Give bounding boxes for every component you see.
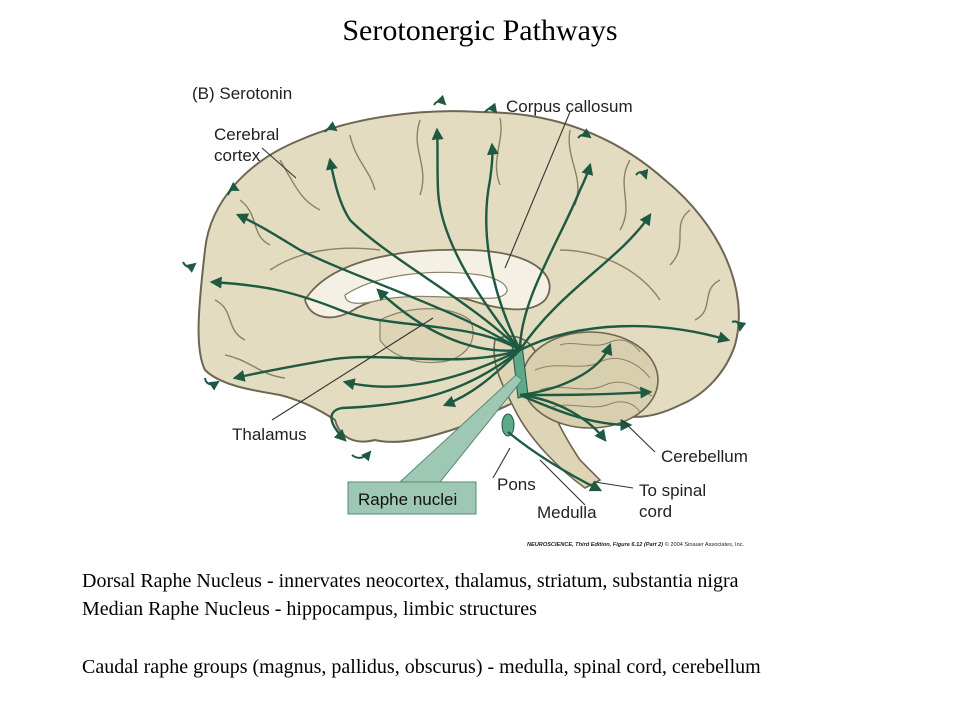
cortical-arrow-tips xyxy=(182,94,747,462)
label-cerebral-cortex-line1: Cerebral xyxy=(214,125,279,144)
slide-title: Serotonergic Pathways xyxy=(342,14,618,47)
label-spinal-cord-line1: To spinal xyxy=(639,481,706,500)
caption-caudal-raphe: Caudal raphe groups (magnus, pallidus, o… xyxy=(82,656,761,678)
label-pons: Pons xyxy=(497,475,536,494)
caption-median-raphe: Median Raphe Nucleus - hippocampus, limb… xyxy=(82,598,537,620)
label-spinal-cord-line2: cord xyxy=(639,502,672,521)
panel-label: (B) Serotonin xyxy=(192,84,292,103)
label-thalamus: Thalamus xyxy=(232,425,307,444)
figure-credit: NEUROSCIENCE, Third Edition, Figure 6.12… xyxy=(527,541,745,548)
cerebellum-shape xyxy=(521,331,659,429)
label-corpus-callosum: Corpus callosum xyxy=(506,97,633,116)
serotonergic-pathways xyxy=(209,127,731,492)
caption-dorsal-raphe: Dorsal Raphe Nucleus - innervates neocor… xyxy=(82,570,739,592)
serotonin-pathway-diagram: (B) Serotonin Cerebral cortex Corpus cal… xyxy=(182,84,748,548)
raphe-callout-box xyxy=(347,481,477,515)
label-cerebellum: Cerebellum xyxy=(661,447,748,466)
label-leader-lines xyxy=(261,111,656,506)
label-raphe-nuclei: Raphe nuclei xyxy=(358,490,457,509)
label-cerebral-cortex-line2: cortex xyxy=(214,146,261,165)
raphe-nucleus-caudal xyxy=(501,413,515,437)
label-medulla: Medulla xyxy=(537,503,597,522)
